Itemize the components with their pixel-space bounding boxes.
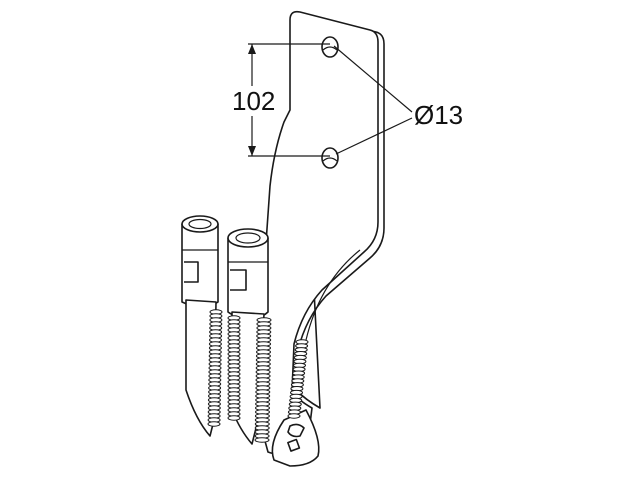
leader-upper xyxy=(333,45,413,113)
wire-bundles xyxy=(207,249,361,443)
wire-sleeve-3 xyxy=(254,317,272,443)
mounting-tab xyxy=(271,409,320,467)
arrow-down xyxy=(248,146,256,156)
wire-sleeve-2 xyxy=(227,315,241,421)
tab-slot xyxy=(287,423,305,438)
tab-square-hole xyxy=(287,438,301,452)
hole-diameter-label: Ø13 xyxy=(414,100,463,130)
connector-left xyxy=(181,215,219,437)
wire-sleeve-1 xyxy=(207,309,223,427)
arrow-up xyxy=(248,44,256,54)
lower-hole-edge xyxy=(322,157,338,162)
upper-hole-edge xyxy=(322,46,338,51)
leader-lower xyxy=(335,117,413,155)
spacing-dimension-label: 102 xyxy=(232,86,275,116)
cable-line xyxy=(305,249,361,341)
wire-sleeve-4 xyxy=(287,339,309,419)
mounting-plate xyxy=(261,10,379,455)
